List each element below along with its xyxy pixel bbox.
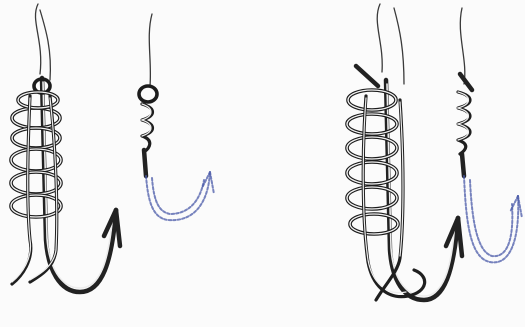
- left-finished-shank: [144, 150, 146, 176]
- left-finished-line: [149, 14, 152, 86]
- left-finished-knot: [139, 86, 157, 102]
- right-finished-shank: [462, 154, 464, 176]
- left-line-tag: [40, 10, 50, 80]
- right-tag-end: [356, 66, 378, 86]
- right-line-top: [377, 4, 382, 72]
- right-wrapped-hook: [347, 4, 462, 300]
- right-finished-dashed-bend: [464, 176, 518, 262]
- right-finished-tag: [460, 74, 472, 90]
- left-wrapped-hook: [11, 4, 120, 292]
- left-line-top: [35, 4, 40, 74]
- left-finished-hook: [139, 14, 214, 220]
- right-finished-hook: [458, 8, 522, 262]
